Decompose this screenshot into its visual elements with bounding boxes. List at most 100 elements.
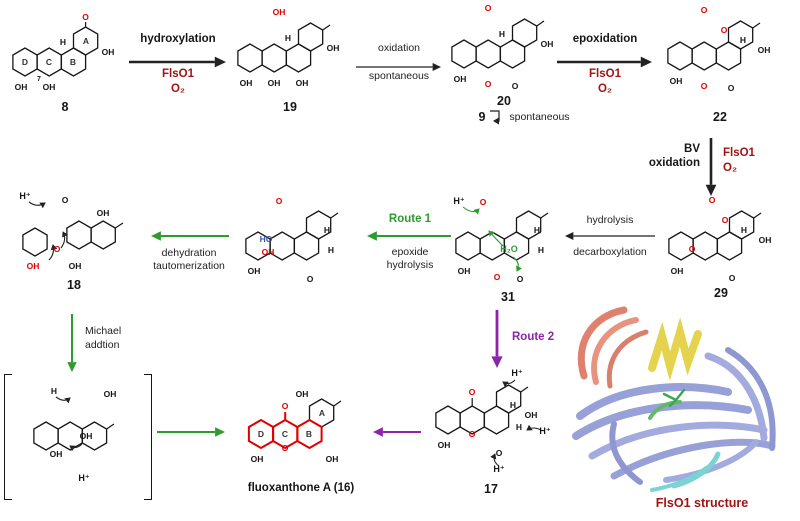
atom-label: H [51, 386, 57, 396]
arrow-head [432, 62, 441, 72]
arrow-hydrolysis [564, 230, 656, 242]
atom-label: O [282, 443, 289, 453]
arrow-17-to-16 [372, 426, 422, 438]
atom-label: H [538, 245, 544, 255]
atom-label: OH [69, 261, 82, 271]
compound-8: O H OH OH OH 7 D C B A 8 [4, 10, 126, 114]
atom-label: O [485, 79, 492, 89]
atom-label: O [276, 196, 283, 206]
compound-29-structure: O O O H OH OH O [668, 195, 771, 283]
arrow-route1 [366, 230, 452, 242]
arrow-graphic [67, 314, 77, 372]
ring-bond [33, 421, 59, 451]
bond [106, 423, 115, 430]
ring-bond [455, 231, 481, 261]
compound-19-structure: OH H OH OH OH OH [237, 7, 339, 88]
mechanism-arrow [69, 443, 83, 452]
atom-label: H [60, 37, 66, 47]
ring-bond [285, 43, 312, 73]
label-epoxide-hydrolysis: hydrolysis [386, 259, 434, 271]
atom-label: H⁺ [453, 196, 464, 206]
arrow-head [640, 56, 652, 68]
arrow-graphic [565, 231, 655, 241]
loop-cyan [650, 466, 708, 492]
arrow-head [67, 362, 77, 372]
label-hydrolysis: hydrolysis [586, 214, 634, 226]
ring-bond [451, 39, 477, 69]
atom-label: OH [525, 410, 538, 420]
ring-bond [668, 231, 694, 261]
bond [540, 212, 549, 219]
arrow-graphic [491, 310, 503, 368]
compound-17: O H⁺ H OH H O OH O H⁺ H⁺ 17 [426, 368, 556, 496]
atom-label: H [324, 225, 330, 235]
atom-label: O [722, 215, 729, 225]
atom-label: O [82, 12, 89, 22]
compound-19-number: 19 [283, 100, 297, 114]
protein-ribbons [572, 306, 776, 492]
atom-label: OH [541, 39, 554, 49]
arrow-graphic [557, 56, 652, 68]
atom-label: OH [273, 7, 286, 17]
atom-label: H⁺ [539, 426, 550, 436]
sheet-lavender [663, 439, 759, 483]
arrow-graphic [705, 138, 717, 196]
ring-bond [475, 39, 501, 69]
ring-bond [715, 41, 742, 71]
atom-label: O [54, 244, 61, 254]
sheet-lavender [609, 421, 643, 485]
arrow-oxidation [356, 61, 442, 73]
label-decarboxylation: decarboxylation [573, 246, 647, 258]
ligand-green-sticks [662, 388, 686, 408]
label-spontaneous-1: spontaneous [368, 70, 430, 82]
protein-structure-image [572, 306, 776, 492]
atom-label: H⁺ [511, 368, 522, 378]
atom-label: OH [438, 440, 451, 450]
arrow-head [565, 231, 574, 241]
mechanism-arrow [462, 206, 480, 215]
atom-label: OH [758, 45, 771, 55]
atom-label: HO [260, 234, 273, 244]
compound-17-number: 17 [484, 482, 498, 496]
atom-label: O [62, 195, 69, 205]
label-route2: Route 2 [512, 331, 555, 343]
ring-bond [90, 220, 116, 250]
ring-bond [435, 405, 461, 435]
arrow-head [214, 56, 226, 68]
atom-label: H [510, 400, 516, 410]
label-tautomerization: tautomerization [153, 260, 225, 272]
label-o2-2: O₂ [597, 83, 613, 95]
atom-label: H [499, 29, 505, 39]
compound-31-structure: H⁺ O H₂O OH H H O O [453, 196, 549, 284]
bond [520, 386, 529, 393]
arrow-bv-oxidation [704, 138, 718, 198]
compound-31: H⁺ O H₂O OH H H O O 31 [448, 194, 568, 304]
ligand-green [648, 400, 682, 420]
atom-label: OH [296, 389, 309, 399]
label-hydroxylation: hydroxylation [140, 33, 216, 45]
compound-18: H⁺ O OH OH O OH 18 [6, 190, 142, 292]
atom-label: H₂O [500, 244, 518, 254]
atom-label: OH [262, 247, 275, 257]
compound-18-number: 18 [67, 278, 81, 292]
atom-label: OH [454, 74, 467, 84]
ring-bond [667, 41, 693, 71]
ring-bond [499, 39, 526, 69]
ring-label-c: C [46, 57, 52, 67]
ring-label-b: B [306, 429, 312, 439]
atom-label: OH [80, 431, 93, 441]
atom-label: O [282, 401, 289, 411]
compound-22-structure: O O H OH OH O O [667, 5, 771, 93]
atom-label: O [517, 274, 524, 284]
mechanism-arrow [28, 201, 46, 209]
atom-label: OH [240, 78, 253, 88]
arrow-hydroxylation [129, 55, 227, 69]
compound-16: O OH OH O OH D C B A fluoxanthone A (16) [226, 382, 376, 494]
atom-label: O [496, 448, 503, 458]
arrow-to-product [156, 426, 226, 438]
bond [752, 22, 761, 29]
ring-label-a: A [319, 408, 325, 418]
bond [114, 222, 124, 229]
atom-label: OH [248, 266, 261, 276]
atom-label: O [494, 272, 501, 282]
